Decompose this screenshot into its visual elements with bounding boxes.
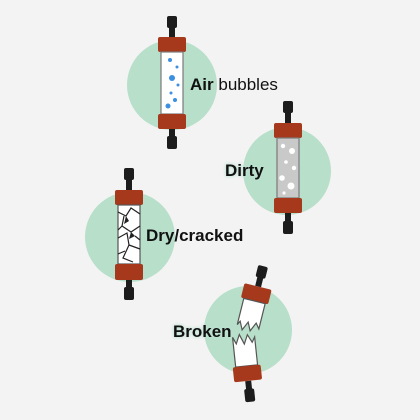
column-dry-cracked-icon — [115, 168, 143, 300]
broken-circle — [204, 286, 292, 374]
dirty-label: Dirty — [225, 161, 264, 180]
column-air-bubbles-icon — [158, 16, 186, 149]
dry-cracked-label: Dry/cracked — [146, 226, 244, 245]
column-dirty-icon — [274, 101, 302, 234]
column-broken-icon — [236, 265, 272, 333]
column-broken-lower-piece — [231, 333, 262, 403]
air-bubbles-label: Air bubbles — [190, 75, 278, 95]
air-bubbles-label-bold: Air — [190, 75, 214, 94]
broken-label: Broken — [173, 322, 232, 341]
air-bubbles-label-rest: bubbles — [218, 75, 278, 94]
